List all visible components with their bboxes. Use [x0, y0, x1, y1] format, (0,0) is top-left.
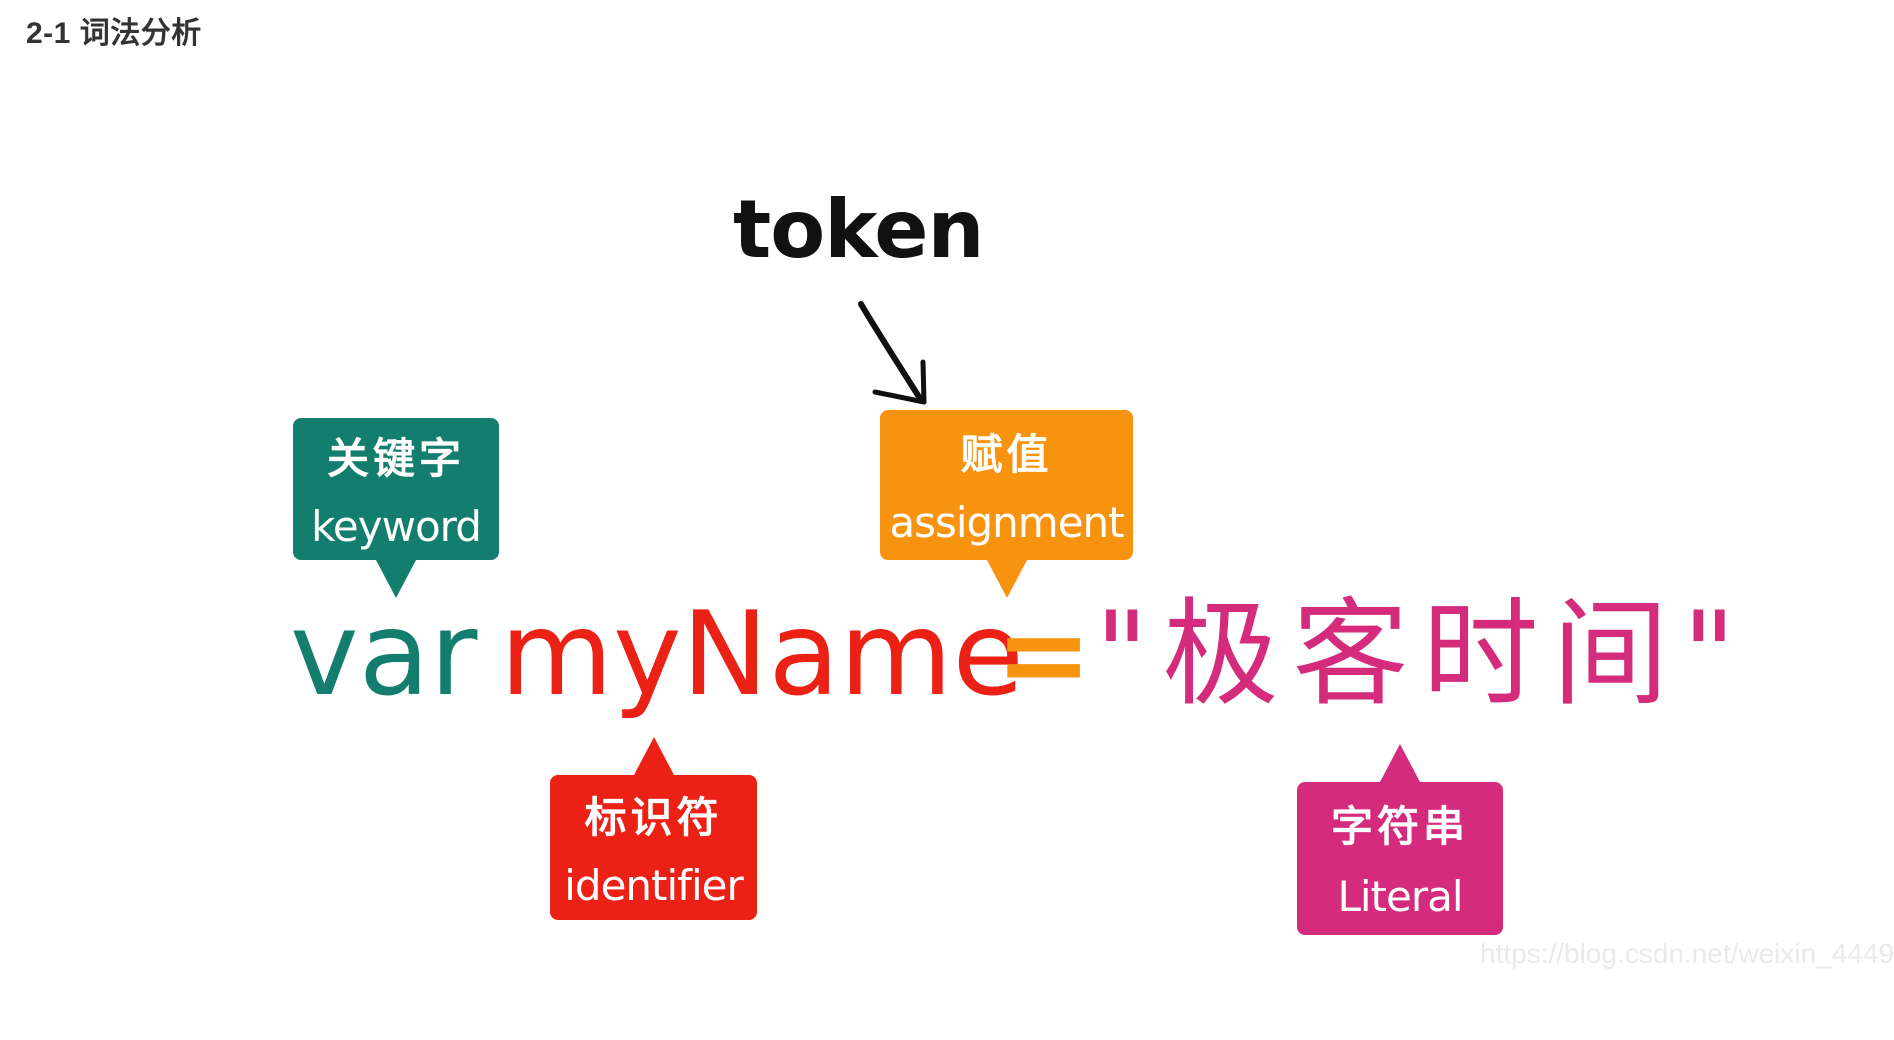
callout-keyword-zh: 关键字 [326, 434, 465, 483]
page-title: 2-1 词法分析 [26, 17, 202, 50]
callout-assignment-en: assignment [889, 498, 1124, 547]
callout-keyword-en: keyword [311, 502, 482, 551]
callout-literal-zh: 字符串 [1330, 802, 1469, 851]
code-identifier: myName [500, 587, 1024, 722]
callout-assignment-zh: 赋值 [960, 430, 1053, 479]
callout-identifier: 标识符 identifier [550, 737, 757, 920]
code-string-literal: "极客时间" [1095, 587, 1750, 722]
callout-literal-en: Literal [1337, 872, 1463, 921]
watermark: https://blog.csdn.net/weixin_4449 [1480, 938, 1894, 969]
hand-drawn-arrow-icon [858, 301, 927, 405]
token-label: token [733, 183, 984, 276]
callout-literal: 字符串 Literal [1297, 744, 1503, 935]
code-assignment-operator: = [995, 587, 1093, 722]
callout-identifier-en: identifier [564, 861, 744, 910]
callout-identifier-zh: 标识符 [584, 793, 723, 842]
code-keyword: var [290, 587, 478, 722]
callout-assignment: 赋值 assignment [880, 410, 1133, 598]
callout-keyword: 关键字 keyword [293, 418, 499, 598]
